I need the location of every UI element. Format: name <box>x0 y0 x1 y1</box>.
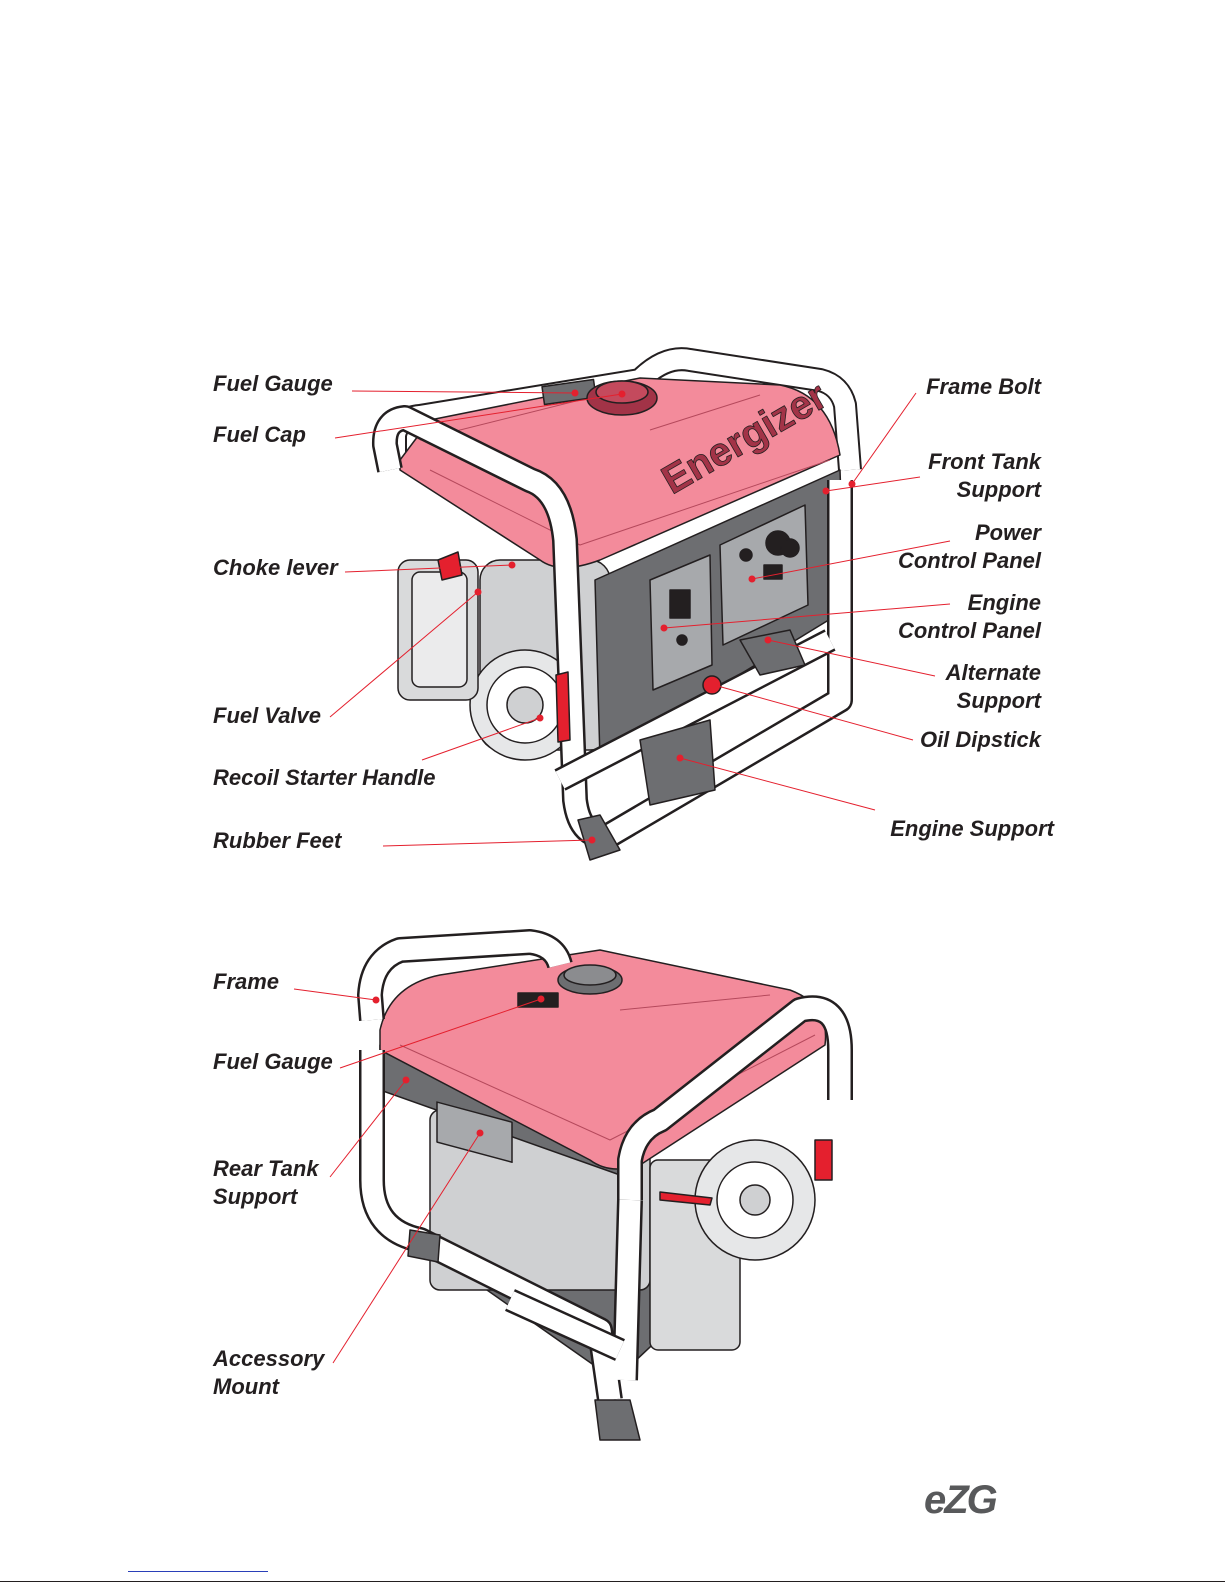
footer-divider <box>0 1581 1225 1582</box>
label-fuel-gauge-rear: Fuel Gauge <box>213 1048 333 1076</box>
label-rear-tank-support: Rear Tank Support <box>213 1155 319 1211</box>
label-front-tank-support-line1: Front Tank <box>928 448 1041 476</box>
choke-lever-shape <box>438 552 462 580</box>
label-rear-tank-support-line2: Support <box>213 1183 319 1211</box>
recoil-handle-rear <box>815 1140 832 1180</box>
label-front-tank-support: Front Tank Support <box>928 448 1041 504</box>
label-accessory-mount: Accessory Mount <box>213 1345 324 1401</box>
label-power-control-panel-line1: Power <box>898 519 1041 547</box>
label-accessory-mount-line1: Accessory <box>213 1345 324 1373</box>
label-frame-bolt: Frame Bolt <box>926 373 1041 401</box>
label-fuel-cap: Fuel Cap <box>213 421 306 449</box>
ezg-logo: eZG <box>924 1478 996 1523</box>
label-power-control-panel-line2: Control Panel <box>898 547 1041 575</box>
label-rubber-feet: Rubber Feet <box>213 827 341 855</box>
rubber-foot-rear <box>595 1400 640 1440</box>
label-power-control-panel: Power Control Panel <box>898 519 1041 575</box>
label-fuel-valve: Fuel Valve <box>213 702 321 730</box>
generator-rear-view <box>370 942 840 1440</box>
label-engine-control-panel-line2: Control Panel <box>898 617 1041 645</box>
label-alternate-support-line1: Alternate <box>946 659 1041 687</box>
label-accessory-mount-line2: Mount <box>213 1373 324 1401</box>
label-rear-tank-support-line1: Rear Tank <box>213 1155 319 1183</box>
recoil-handle <box>556 672 570 742</box>
label-frame: Frame <box>213 968 279 996</box>
footer-link-underline[interactable] <box>128 1571 268 1572</box>
label-choke-lever: Choke lever <box>213 554 338 582</box>
label-engine-control-panel: Engine Control Panel <box>898 589 1041 645</box>
label-alternate-support-line2: Support <box>946 687 1041 715</box>
label-alternate-support: Alternate Support <box>946 659 1041 715</box>
label-oil-dipstick: Oil Dipstick <box>920 726 1041 754</box>
label-front-tank-support-line2: Support <box>928 476 1041 504</box>
label-recoil-starter-handle: Recoil Starter Handle <box>213 764 436 792</box>
label-fuel-gauge: Fuel Gauge <box>213 370 333 398</box>
label-engine-support: Engine Support <box>890 815 1054 843</box>
label-engine-control-panel-line1: Engine <box>898 589 1041 617</box>
